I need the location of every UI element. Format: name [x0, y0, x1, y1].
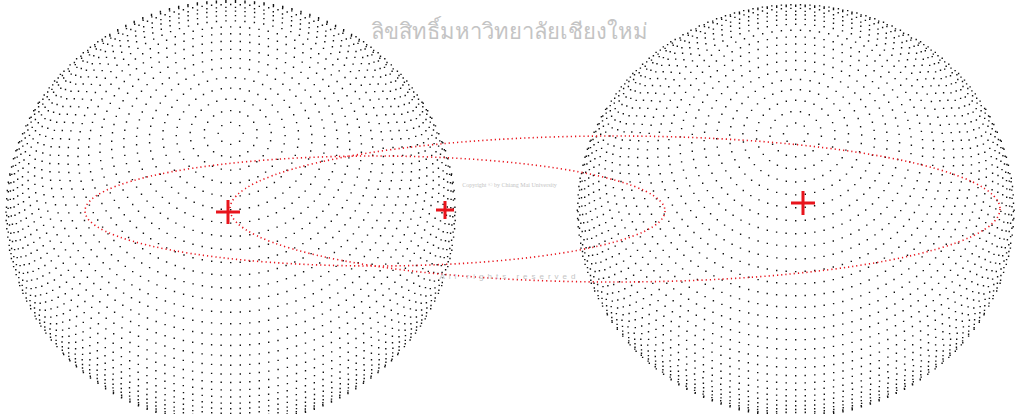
cross-marker — [216, 200, 240, 224]
outer-orbit — [230, 136, 1000, 282]
star-surface-points — [5, 0, 1015, 414]
center-markers — [216, 191, 815, 224]
watermark-text: All rights reserved — [0, 272, 1019, 281]
inner-orbit — [85, 156, 665, 266]
sphere-points — [577, 4, 1015, 414]
orbit-ellipses — [85, 136, 1000, 282]
watermark-text: Copyright © by Chiang Mai University — [0, 182, 1019, 188]
cross-marker — [436, 201, 454, 219]
watermark-text: ลิขสิทธิ์มหาวิทยาลัยเชียงใหม่ — [0, 14, 1019, 49]
cross-marker — [791, 191, 815, 215]
